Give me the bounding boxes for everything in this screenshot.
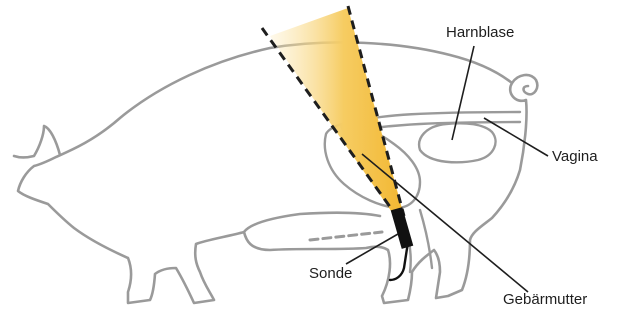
pig-body-outline: [18, 42, 527, 303]
pig-belly-line: [244, 213, 380, 232]
leader-line-bladder: [452, 46, 474, 140]
bladder-outline: [419, 123, 495, 162]
ultrasound-beam: [270, 8, 404, 218]
pig-teats-line: [310, 232, 382, 240]
leader-line-uterus: [362, 154, 528, 292]
label-probe: Sonde: [309, 266, 352, 281]
label-bladder: Harnblase: [446, 25, 514, 40]
pig-ear: [14, 126, 60, 158]
label-vagina: Vagina: [552, 149, 598, 164]
probe-head: [391, 207, 414, 249]
pig-tail: [512, 75, 537, 94]
label-uterus: Gebärmutter: [503, 292, 587, 307]
